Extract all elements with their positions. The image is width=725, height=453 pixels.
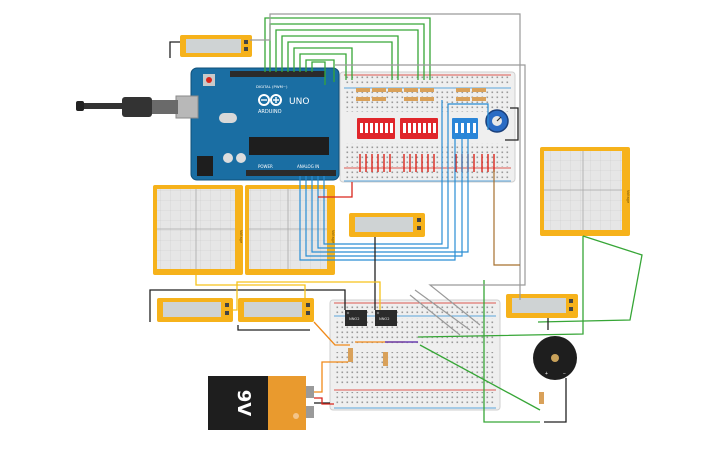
arduino-digital-label: DIGITAL (PWM~)	[256, 84, 288, 89]
wires-blue[interactable]	[299, 100, 489, 261]
dip-switch-blue[interactable]	[452, 118, 478, 139]
wires-yellow[interactable]	[195, 275, 381, 311]
dip-switch-red-1[interactable]	[357, 118, 395, 139]
power-jack[interactable]	[197, 156, 213, 176]
wires-red[interactable]	[314, 182, 353, 405]
dip-switch-red-2[interactable]	[400, 118, 438, 139]
ic-chip-2[interactable]	[375, 310, 397, 326]
arduino-power-label: POWER	[258, 164, 273, 169]
arduino-brand: ARDUINO	[258, 109, 282, 115]
oscilloscope-middle[interactable]	[245, 185, 335, 275]
oscilloscope-right[interactable]	[540, 147, 630, 236]
resistor-row-top[interactable]	[356, 88, 486, 101]
multimeter-bottom-middle[interactable]	[238, 298, 314, 322]
battery-label: 9V	[233, 390, 254, 417]
battery-9v[interactable]	[208, 376, 314, 430]
multimeter-center[interactable]	[349, 213, 425, 237]
oscilloscope-middle-label: Voltage	[331, 230, 335, 243]
ic-chip-1-label: NNO2	[349, 317, 360, 321]
arduino-analog-label: ANALOG IN	[297, 164, 319, 169]
ic-chip-2-label: NNO2	[379, 317, 390, 321]
oscilloscope-left[interactable]	[153, 185, 243, 275]
wire-brown[interactable]	[493, 170, 520, 266]
multimeter-bottom-left[interactable]	[157, 298, 233, 322]
multimeter-top-left[interactable]	[180, 35, 252, 57]
usb-cable[interactable]	[76, 95, 199, 119]
ic-chip-1[interactable]	[345, 310, 367, 326]
oscilloscope-left-label: Voltage	[239, 230, 243, 243]
resistors-bottom[interactable]	[348, 348, 544, 404]
multimeter-right[interactable]	[506, 294, 578, 318]
wires-green[interactable]	[264, 17, 643, 423]
oscilloscope-right-label: Voltage	[626, 190, 630, 203]
wires-grey[interactable]	[250, 13, 526, 336]
wires-black[interactable]	[149, 41, 567, 423]
piezo-buzzer[interactable]: + −	[533, 336, 577, 380]
arduino-uno[interactable]	[190, 67, 340, 181]
svg-text:+: +	[545, 371, 548, 377]
potentiometer[interactable]	[485, 109, 509, 133]
arduino-model: UNO	[289, 97, 309, 107]
breadboard-bottom[interactable]	[329, 299, 501, 411]
pin-headers-red	[359, 154, 495, 172]
svg-text:−: −	[563, 371, 566, 377]
